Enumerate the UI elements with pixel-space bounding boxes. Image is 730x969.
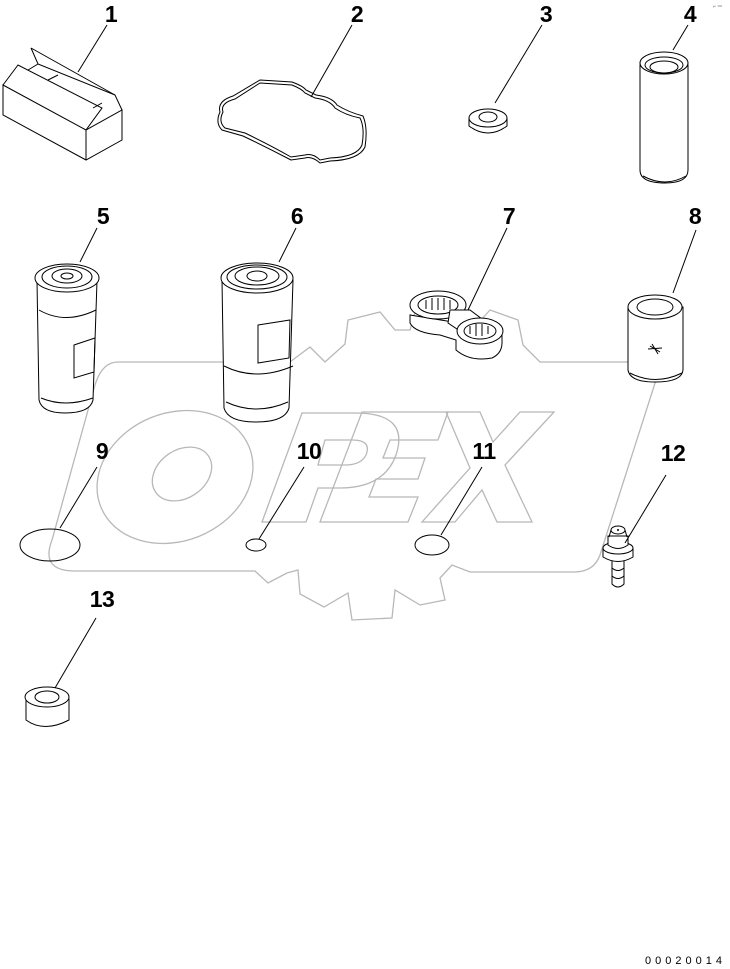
document-code: 00020014 bbox=[645, 955, 726, 967]
callout-12: 12 bbox=[660, 440, 686, 466]
corner-mark: ⌐ ═ bbox=[712, 4, 722, 10]
callout-4: 4 bbox=[683, 1, 697, 27]
part-9-o-ring-large-icon[interactable] bbox=[19, 466, 98, 562]
callout-13: 13 bbox=[89, 586, 115, 612]
callout-11: 11 bbox=[472, 438, 496, 464]
part-12-grease-fitting-icon[interactable] bbox=[602, 474, 667, 588]
part-2-gasket-icon[interactable] bbox=[217, 24, 367, 164]
callout-10: 10 bbox=[296, 438, 322, 464]
part-5-filter-cartridge-icon[interactable] bbox=[34, 227, 100, 414]
callout-1: 1 bbox=[104, 1, 118, 27]
part-13-bushing-icon[interactable] bbox=[24, 617, 97, 727]
part-10-o-ring-small-icon[interactable] bbox=[245, 466, 305, 552]
callout-9: 9 bbox=[95, 438, 109, 464]
callout-2: 2 bbox=[350, 1, 364, 27]
callout-3: 3 bbox=[539, 1, 553, 27]
part-11-o-ring-medium-icon[interactable] bbox=[414, 466, 483, 556]
part-6-filter-cartridge-large-icon[interactable] bbox=[220, 227, 297, 423]
part-7-wrench-icon[interactable] bbox=[409, 227, 508, 360]
callout-6: 6 bbox=[290, 203, 304, 229]
part-1-box-icon[interactable] bbox=[2, 24, 123, 161]
callout-7: 7 bbox=[502, 203, 516, 229]
opex-watermark bbox=[48, 301, 657, 621]
callout-8: 8 bbox=[688, 203, 702, 229]
part-3-washer-icon[interactable] bbox=[468, 24, 543, 134]
part-4-filter-element-icon[interactable] bbox=[639, 24, 689, 184]
part-8-filter-element-short-icon[interactable] bbox=[627, 229, 697, 383]
callout-5: 5 bbox=[96, 203, 110, 229]
